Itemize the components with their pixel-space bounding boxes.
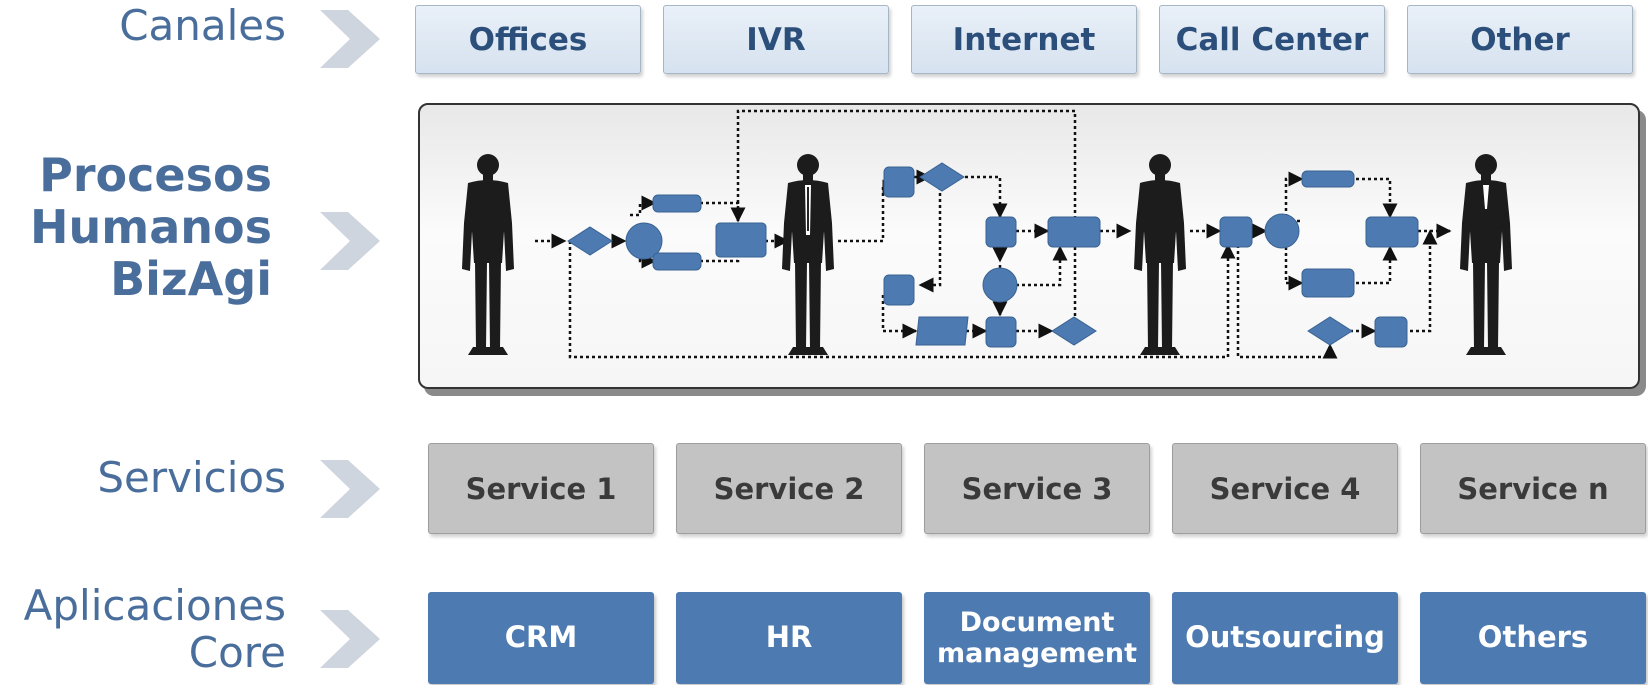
chevron-right-icon xyxy=(320,10,380,68)
person-icon xyxy=(782,154,834,355)
task-shape xyxy=(1047,216,1101,248)
service-box-2: Service 2 xyxy=(676,443,902,534)
service-box-4: Service 4 xyxy=(1172,443,1398,534)
task-shape xyxy=(1219,216,1253,248)
person-icon xyxy=(1134,154,1186,355)
gateway-diamond xyxy=(1051,316,1097,346)
task-shape xyxy=(1301,268,1355,298)
core-app-box-hr: HR xyxy=(676,592,902,684)
channel-box-call-center: Call Center xyxy=(1159,5,1385,74)
tie-accents xyxy=(805,185,1489,235)
gateway-diamond xyxy=(919,162,965,192)
chevron-right-icon xyxy=(320,460,380,518)
core-app-box-document-management: Document management xyxy=(924,592,1150,684)
service-box-1: Service 1 xyxy=(428,443,654,534)
services-layer-label: Servicios xyxy=(97,453,286,502)
processes-label-line-2: Humanos xyxy=(30,199,272,254)
core-app-box-outsourcing: Outsourcing xyxy=(1172,592,1398,684)
process-diagram-panel xyxy=(418,103,1640,389)
core-app-label: CRM xyxy=(504,620,578,655)
task-shape xyxy=(1365,216,1419,248)
chevron-right-icon xyxy=(320,212,380,270)
processes-label-line-3: BizAgi xyxy=(110,251,272,306)
task-shape xyxy=(915,316,969,346)
gateway-diamond xyxy=(1307,316,1353,346)
processes-layer-label: Procesos Humanos BizAgi xyxy=(30,148,272,306)
core-label-line-1: Aplicaciones xyxy=(23,581,286,630)
channels-layer-label: Canales xyxy=(119,1,286,50)
task-shape xyxy=(652,194,702,213)
channel-box-internet: Internet xyxy=(911,5,1137,74)
task-shape xyxy=(652,252,702,271)
chevron-right-icon xyxy=(320,610,380,668)
person-icon xyxy=(1460,154,1512,355)
processes-label-line-1: Procesos xyxy=(39,148,272,202)
task-shape xyxy=(985,216,1017,248)
task-shape xyxy=(883,166,915,198)
task-shape xyxy=(1301,170,1355,188)
event-circle xyxy=(1264,213,1300,249)
person-icon xyxy=(462,154,514,355)
core-app-box-crm: CRM xyxy=(428,592,654,684)
flow-connectors xyxy=(535,109,1452,359)
channel-box-ivr: IVR xyxy=(663,5,889,74)
task-shape xyxy=(985,316,1017,348)
service-box-3: Service 3 xyxy=(924,443,1150,534)
core-app-label-line-2: management xyxy=(936,638,1137,669)
core-layer-label: Aplicaciones Core xyxy=(24,582,286,677)
core-app-label: HR xyxy=(765,620,813,655)
core-label-line-2: Core xyxy=(188,628,286,678)
task-shape xyxy=(883,274,915,306)
event-circle xyxy=(625,222,663,260)
task-shape xyxy=(715,222,767,258)
process-flow-diagram xyxy=(462,109,1512,359)
service-box-n: Service n xyxy=(1420,443,1646,534)
core-app-label: Others xyxy=(1477,620,1589,655)
channel-box-other: Other xyxy=(1407,5,1633,74)
gateway-diamond xyxy=(567,226,613,256)
core-app-label-line-1: Document xyxy=(959,606,1115,638)
flow-shapes xyxy=(567,162,1419,348)
channel-box-offices: Offices xyxy=(415,5,641,74)
core-app-label: Outsourcing xyxy=(1185,620,1385,655)
event-circle xyxy=(982,267,1018,303)
core-app-box-others: Others xyxy=(1420,592,1646,684)
task-shape xyxy=(1374,316,1408,348)
